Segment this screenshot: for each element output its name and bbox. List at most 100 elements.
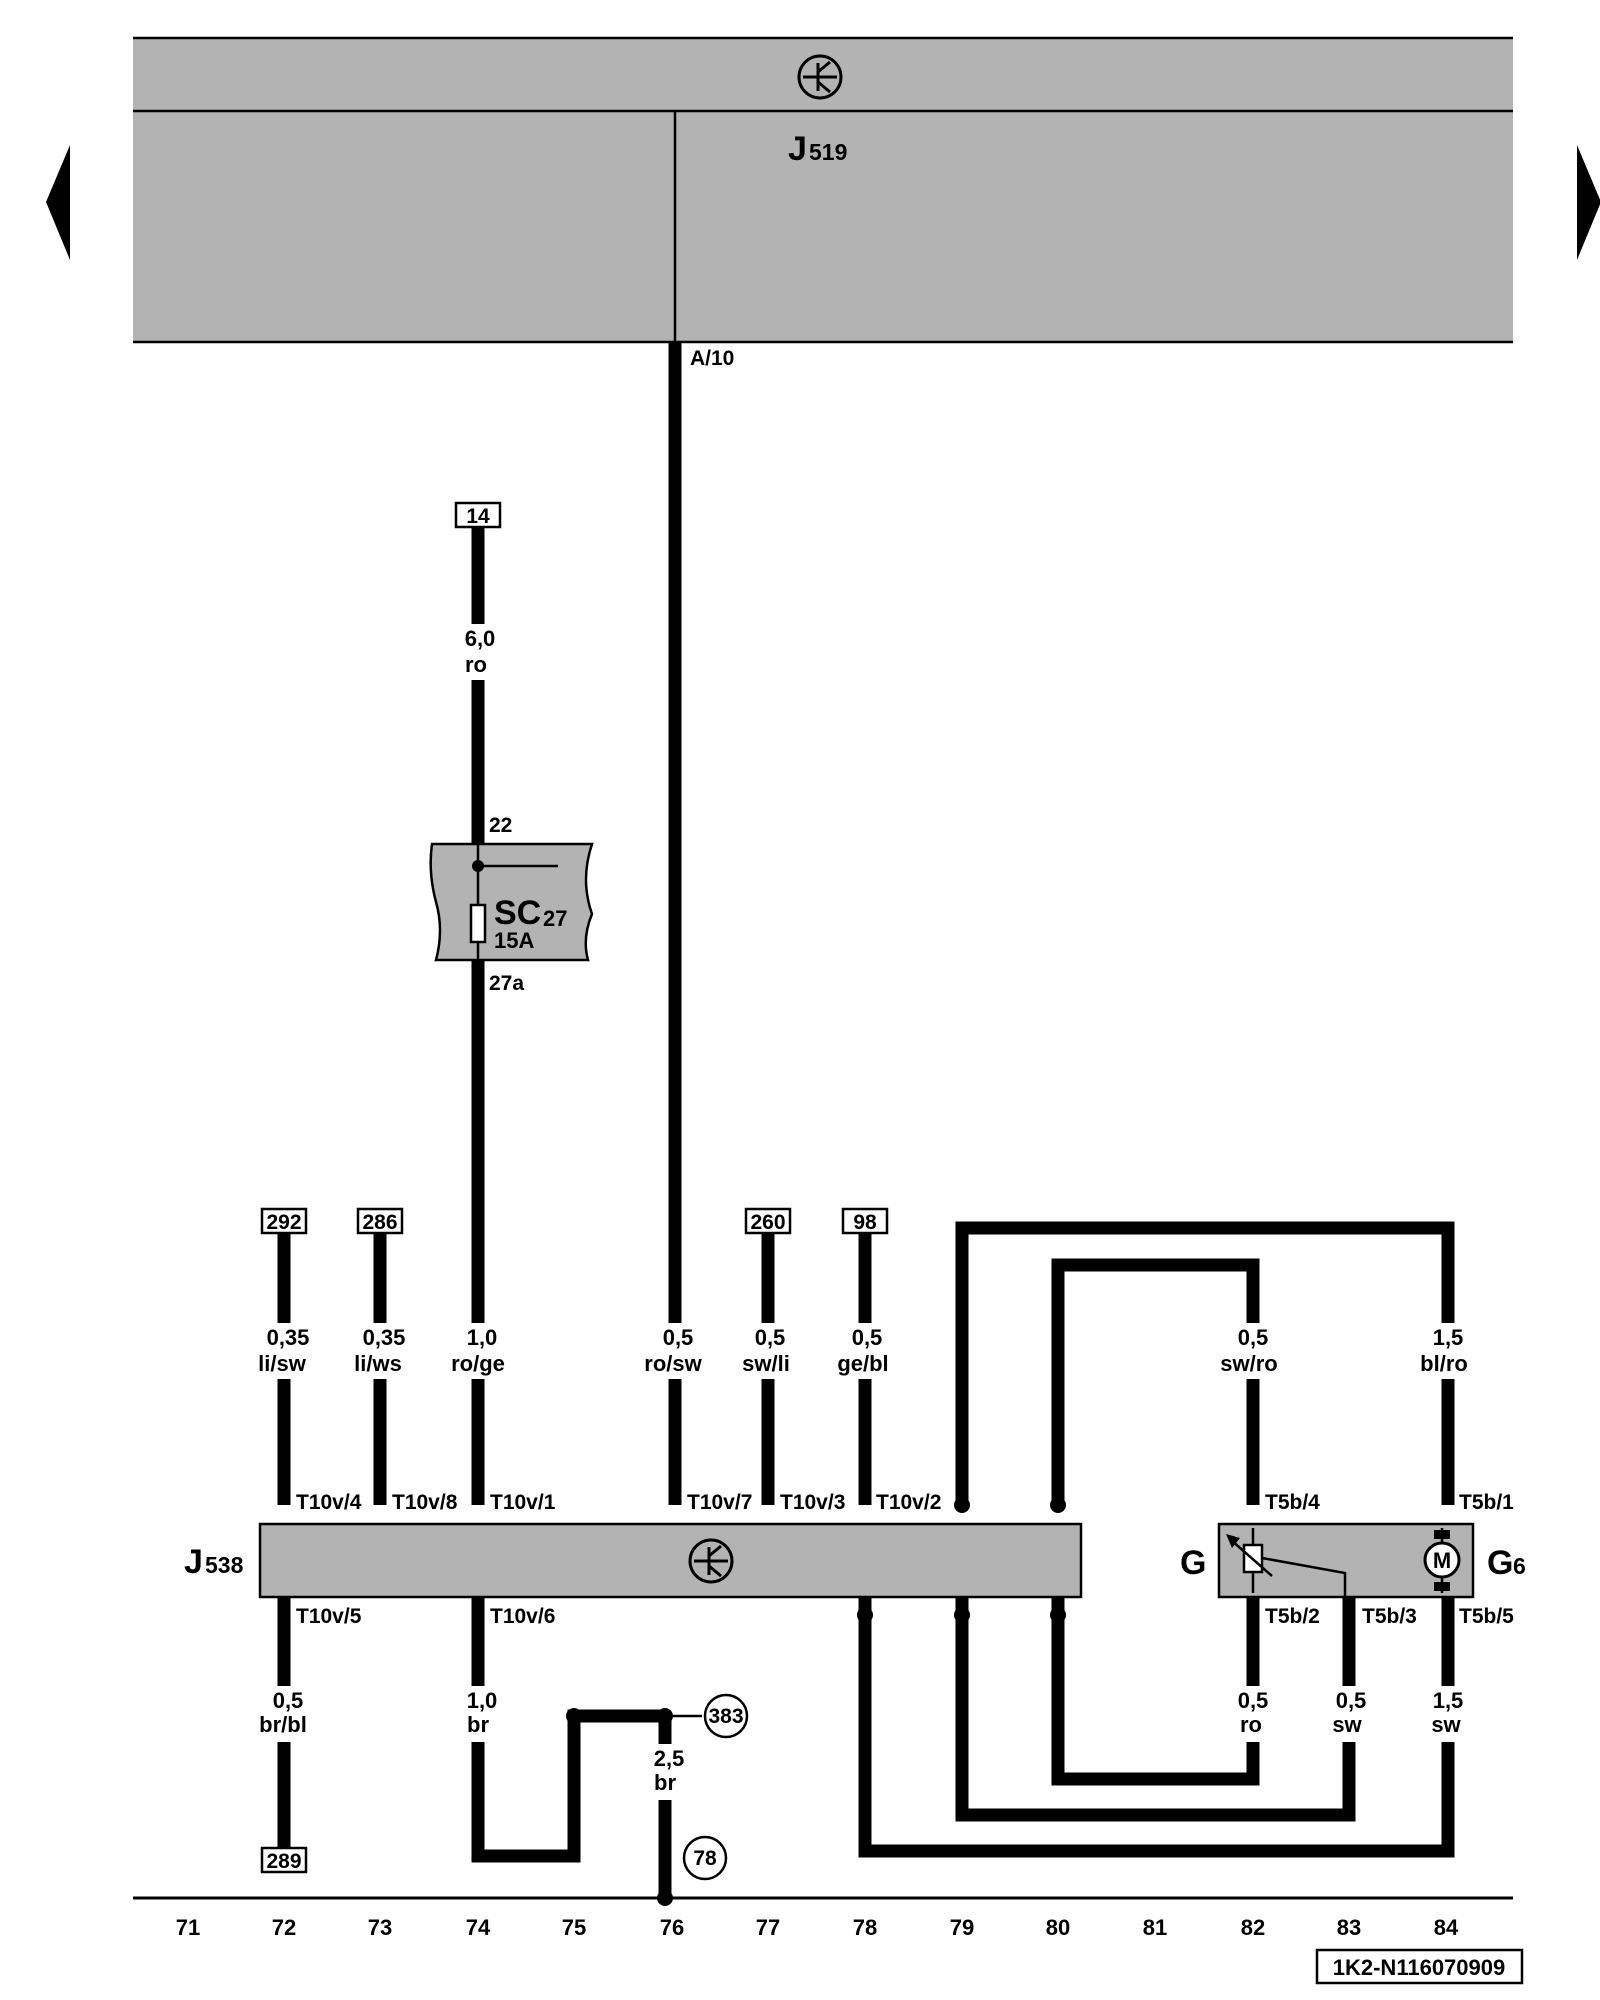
wire-73-top-spec: 0,35 li/ws <box>348 1323 414 1379</box>
variable-resistor-icon <box>1226 1528 1347 1597</box>
junction-dot <box>1050 1607 1066 1623</box>
reference-14-text: 14 <box>466 505 490 528</box>
grid-number: 79 <box>950 1915 974 1940</box>
reference-289-box <box>260 1846 308 1874</box>
wire-80-to-t5b4 <box>1051 1258 1260 1505</box>
wire-82-bottom-spec: 0,5 ro <box>1220 1686 1284 1742</box>
reference-14-box <box>454 501 502 529</box>
reference-260-box <box>744 1207 792 1235</box>
j538-label-letter: J <box>184 1543 203 1581</box>
svg-text:br/bl: br/bl <box>259 1712 307 1737</box>
next-page-arrow-icon[interactable] <box>1577 145 1600 260</box>
grid-number: 83 <box>1337 1915 1361 1940</box>
wire-14-spec: 6,0 ro <box>455 624 505 680</box>
previous-page-arrow-icon[interactable] <box>46 145 70 260</box>
wire-83-bottom-spec: 0,5 sw <box>1316 1686 1380 1742</box>
grid-number: 73 <box>368 1915 392 1940</box>
reference-286-box <box>356 1207 404 1235</box>
pin-t10v1-label: T10v/1 <box>490 1491 556 1514</box>
pin-t10v6-label: T10v/6 <box>490 1605 555 1628</box>
grid-number: 75 <box>562 1915 586 1940</box>
svg-text:2,5: 2,5 <box>654 1746 685 1771</box>
pin-t5b3-label: T5b/3 <box>1362 1605 1417 1628</box>
wire-84-top-spec: 1,5 bl/ro <box>1414 1323 1482 1379</box>
j538-label-index: 538 <box>205 1552 244 1578</box>
svg-text:sw: sw <box>1431 1712 1461 1737</box>
svg-text:0,5: 0,5 <box>852 1325 883 1350</box>
fuse-rating: 15A <box>494 928 534 953</box>
pin-t10v4-label: T10v/4 <box>296 1491 362 1514</box>
svg-text:1,0: 1,0 <box>467 1688 498 1713</box>
electronic-component-icon <box>797 54 843 100</box>
grid-number: 77 <box>756 1915 780 1940</box>
diagram-id-box <box>1315 1948 1524 1985</box>
grid-number: 78 <box>853 1915 877 1940</box>
reference-78-circle <box>682 1835 728 1881</box>
svg-text:br: br <box>467 1712 489 1737</box>
svg-text:ro/sw: ro/sw <box>644 1351 702 1376</box>
svg-text:M: M <box>1433 1548 1451 1573</box>
svg-text:0,5: 0,5 <box>273 1688 304 1713</box>
svg-text:6,0: 6,0 <box>465 626 496 651</box>
wire-78-top-spec: 0,5 ge/bl <box>831 1323 899 1379</box>
reference-383-text: 383 <box>708 1705 743 1728</box>
svg-text:0,5: 0,5 <box>1238 1688 1269 1713</box>
svg-text:ro: ro <box>1240 1712 1262 1737</box>
pin-t5b4-label: T5b/4 <box>1265 1491 1320 1514</box>
j538-control-unit-box <box>258 1522 1083 1599</box>
g6-label-letter: G <box>1487 1544 1513 1582</box>
wire-72-top-spec: 0,35 li/sw <box>252 1323 318 1379</box>
grid-number: 84 <box>1434 1915 1459 1940</box>
pin-t5b5-label: T5b/5 <box>1459 1605 1514 1628</box>
svg-text:0,5: 0,5 <box>1336 1688 1367 1713</box>
grid-number: 72 <box>272 1915 296 1940</box>
wire-77-top-spec: 0,5 sw/li <box>736 1323 800 1379</box>
reference-383-circle <box>703 1693 749 1739</box>
grid-numbers: 71 72 73 74 75 76 77 78 79 80 81 82 83 84 <box>176 1915 1459 1940</box>
pin-t10v7-label: T10v/7 <box>687 1491 752 1514</box>
pin-t10v8-label: T10v/8 <box>392 1491 458 1514</box>
junction-dot <box>1050 1497 1066 1513</box>
wire-82-top-spec: 0,5 sw/ro <box>1218 1323 1286 1379</box>
svg-text:ro/ge: ro/ge <box>451 1351 505 1376</box>
svg-text:0,5: 0,5 <box>755 1325 786 1350</box>
svg-text:li/sw: li/sw <box>258 1351 307 1376</box>
wire-84-bottom-spec: 1,5 sw <box>1414 1686 1482 1742</box>
reference-98-box <box>841 1207 889 1235</box>
svg-text:0,35: 0,35 <box>363 1325 406 1350</box>
grid-number: 82 <box>1241 1915 1265 1940</box>
junction-dot <box>857 1607 873 1623</box>
fuse-icon <box>469 903 487 944</box>
grid-number: 76 <box>660 1915 684 1940</box>
g-label: G <box>1180 1544 1206 1582</box>
svg-text:bl/ro: bl/ro <box>1420 1351 1468 1376</box>
svg-text:ro: ro <box>465 652 487 677</box>
grid-number: 80 <box>1046 1915 1070 1940</box>
reference-292-box <box>260 1207 308 1235</box>
pin-t10v5-label: T10v/5 <box>296 1605 362 1628</box>
electronic-component-icon <box>688 1538 734 1584</box>
reference-98-text: 98 <box>853 1211 877 1234</box>
svg-text:1,0: 1,0 <box>467 1325 498 1350</box>
g6-label-index: 6 <box>1513 1553 1526 1579</box>
grid-number: 81 <box>1143 1915 1167 1940</box>
svg-text:br: br <box>654 1770 676 1795</box>
svg-text:sw/ro: sw/ro <box>1220 1351 1277 1376</box>
pin-t10v3-label: T10v/3 <box>780 1491 845 1514</box>
grid-number: 71 <box>176 1915 200 1940</box>
wire-74-top-spec: 1,0 ro/ge <box>440 1323 516 1379</box>
junction-dot <box>954 1497 970 1513</box>
wire-76-bottom-spec: 2,5 br <box>638 1744 698 1800</box>
reference-292-text: 292 <box>266 1211 301 1234</box>
pin-t10v2-label: T10v/2 <box>876 1491 941 1514</box>
motor-icon: M <box>1423 1528 1461 1593</box>
svg-text:0,5: 0,5 <box>663 1325 694 1350</box>
svg-text:sw/li: sw/li <box>742 1351 790 1376</box>
svg-text:0,35: 0,35 <box>267 1325 310 1350</box>
diagram-id-text: 1K2-N116070909 <box>1333 1955 1505 1980</box>
fuse-pin-22-label: 22 <box>489 814 512 837</box>
svg-text:sw: sw <box>1332 1712 1362 1737</box>
pin-t5b1-label: T5b/1 <box>1459 1491 1514 1514</box>
grid-number: 74 <box>466 1915 491 1940</box>
